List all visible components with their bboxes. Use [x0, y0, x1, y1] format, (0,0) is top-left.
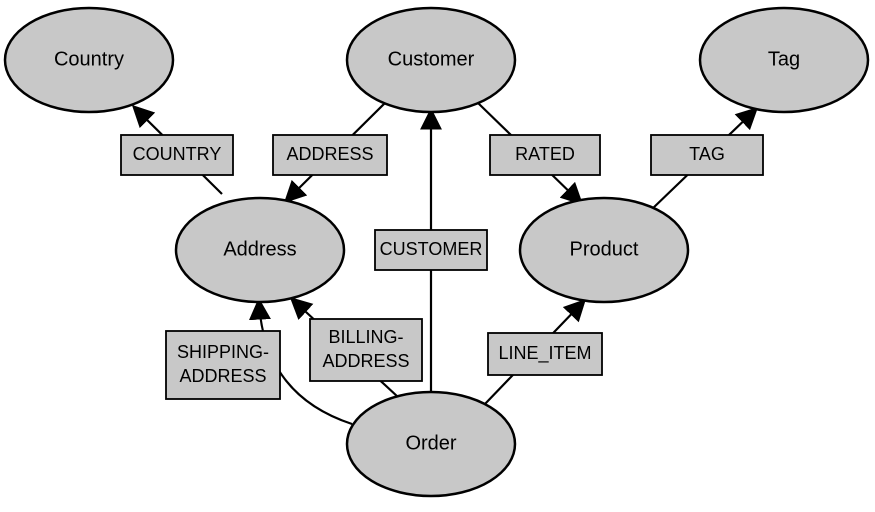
customer-relationship-text: CUSTOMER — [380, 239, 483, 259]
shipping-address-line-1: SHIPPING- — [177, 342, 269, 362]
line-item-relationship-text: LINE_ITEM — [498, 343, 591, 364]
relationship-labels: COUNTRY ADDRESS RATED TAG CUSTOMER SHIPP… — [120, 134, 764, 400]
country-relationship-label: COUNTRY — [120, 134, 234, 176]
order-node: Order — [345, 390, 517, 498]
line-item-relationship-label: LINE_ITEM — [487, 332, 603, 376]
customer-ellipse — [345, 6, 517, 114]
customer-node: Customer — [345, 6, 517, 114]
rated-relationship-text: RATED — [515, 144, 575, 164]
address-ellipse — [174, 196, 346, 304]
billing-address-line-2: ADDRESS — [322, 351, 409, 371]
tag-relationship-label: TAG — [650, 134, 764, 176]
rated-label-box — [489, 134, 601, 176]
nodes: Country Customer Tag Address Product Ord… — [3, 6, 870, 498]
shipping-address-line-2: ADDRESS — [179, 366, 266, 386]
line-item-label-box — [487, 332, 603, 376]
country-label-box — [120, 134, 234, 176]
address-node: Address — [174, 196, 346, 304]
customer-label: Customer — [388, 48, 475, 70]
rated-relationship-label: RATED — [489, 134, 601, 176]
country-label: Country — [54, 48, 124, 70]
order-ellipse — [345, 390, 517, 498]
shipping-address-label-box — [165, 330, 281, 400]
billing-address-label-box — [309, 318, 423, 382]
tag-label-box — [650, 134, 764, 176]
product-ellipse — [518, 196, 690, 304]
address-label: Address — [223, 238, 296, 260]
customer-relationship-label: CUSTOMER — [374, 229, 488, 271]
tag-ellipse — [698, 6, 870, 114]
tag-node: Tag — [698, 6, 870, 114]
billing-address-line-1: BILLING- — [328, 327, 403, 347]
tag-relationship-text: TAG — [689, 144, 725, 164]
address-label-box — [272, 134, 388, 176]
order-label: Order — [405, 432, 456, 454]
tag-label: Tag — [768, 48, 800, 70]
shipping-address-edge — [248, 297, 353, 426]
country-relationship-text: COUNTRY — [133, 144, 222, 164]
billing-address-relationship-label: BILLING- ADDRESS — [309, 318, 423, 382]
country-node: Country — [3, 6, 175, 114]
country-ellipse — [3, 6, 175, 114]
product-label: Product — [570, 238, 639, 260]
address-relationship-label: ADDRESS — [272, 134, 388, 176]
shipping-address-relationship-label: SHIPPING- ADDRESS — [165, 330, 281, 400]
customer-label-box — [374, 229, 488, 271]
product-node: Product — [518, 196, 690, 304]
address-relationship-text: ADDRESS — [286, 144, 373, 164]
